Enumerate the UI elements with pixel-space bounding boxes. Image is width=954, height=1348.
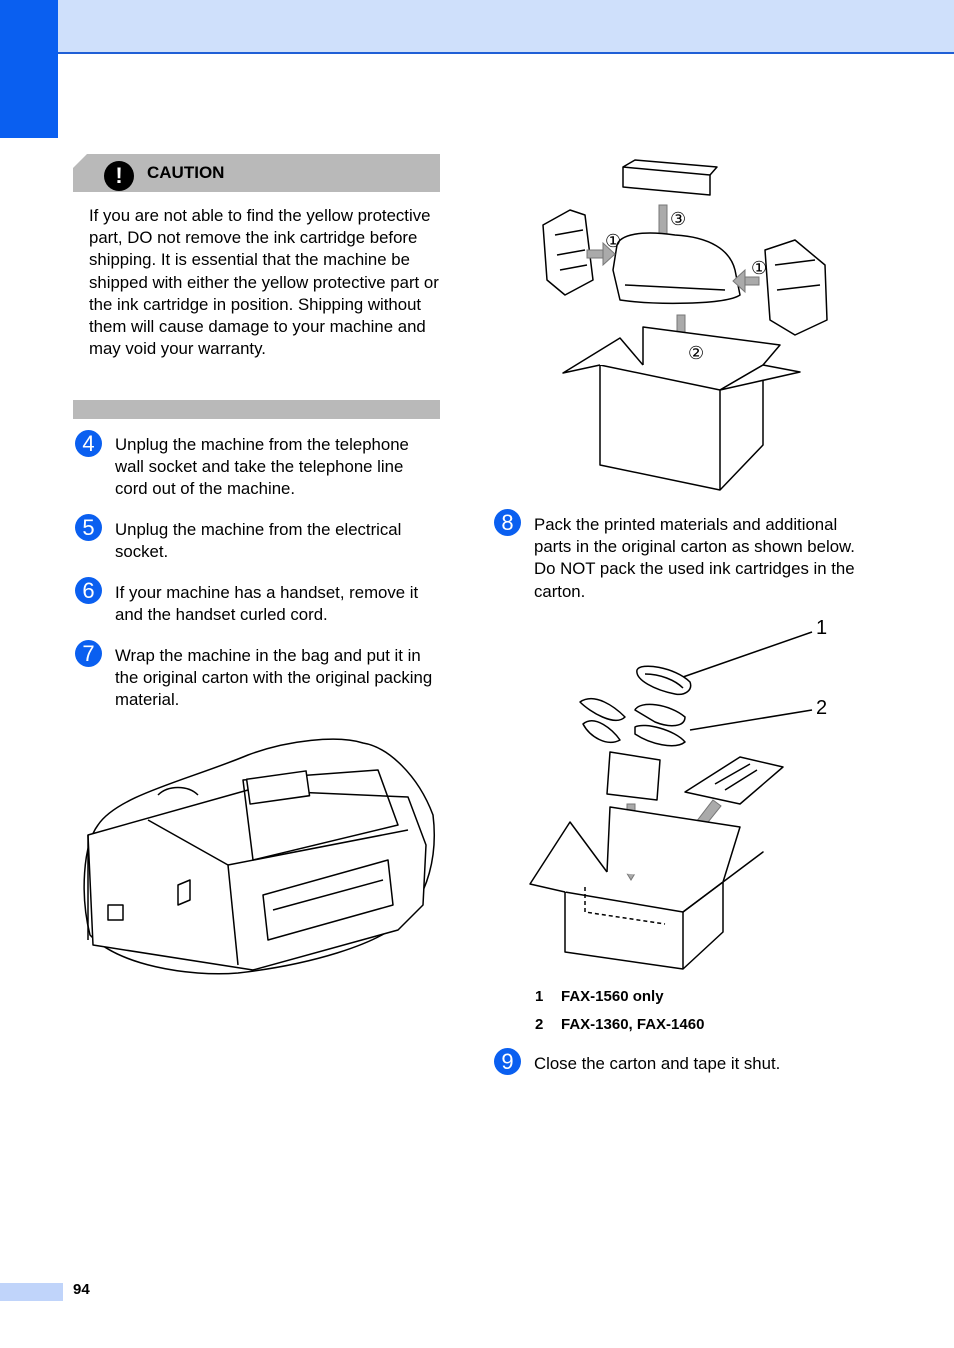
callout-1-left: ① <box>605 231 621 252</box>
callout-2: ② <box>688 343 704 364</box>
chapter-tab <box>0 0 58 138</box>
machine-in-bag-illustration <box>83 738 435 975</box>
step-text: Unplug the machine from the electrical s… <box>115 520 402 562</box>
header-band <box>0 0 954 54</box>
step-number: 9 <box>494 1048 521 1075</box>
exclamation-icon: ! <box>104 161 134 191</box>
step-text: Wrap the machine in the bag and put it i… <box>115 646 433 710</box>
step-number: 5 <box>75 514 102 541</box>
step-text: Unplug the machine from the telephone wa… <box>115 435 409 499</box>
page-number: 94 <box>73 1281 90 1298</box>
step-text: Pack the printed materials and additiona… <box>534 515 855 601</box>
step-number: 4 <box>75 430 102 457</box>
step-text: Close the carton and tape it shut. <box>534 1054 781 1073</box>
caution-title: CAUTION <box>147 163 225 182</box>
step-text: If your machine has a handset, remove it… <box>115 583 419 625</box>
page-tab <box>0 1283 63 1301</box>
caution-text: If you are not able to find the yellow p… <box>89 206 439 359</box>
parts-label-2: 2 <box>816 697 827 719</box>
caution-footer-bar <box>73 400 440 419</box>
callout-3: ③ <box>670 209 686 230</box>
caution-header-bar <box>73 154 440 192</box>
callout-1-right: ① <box>751 258 767 279</box>
parts-carton-illustration: 1 2 <box>529 617 827 970</box>
packing-carton-illustration: ① ③ ① ② <box>542 159 828 491</box>
step-number: 8 <box>494 509 521 536</box>
step-number: 6 <box>75 577 102 604</box>
parts-label-1: 1 <box>816 617 827 639</box>
step-number: 7 <box>75 640 102 667</box>
